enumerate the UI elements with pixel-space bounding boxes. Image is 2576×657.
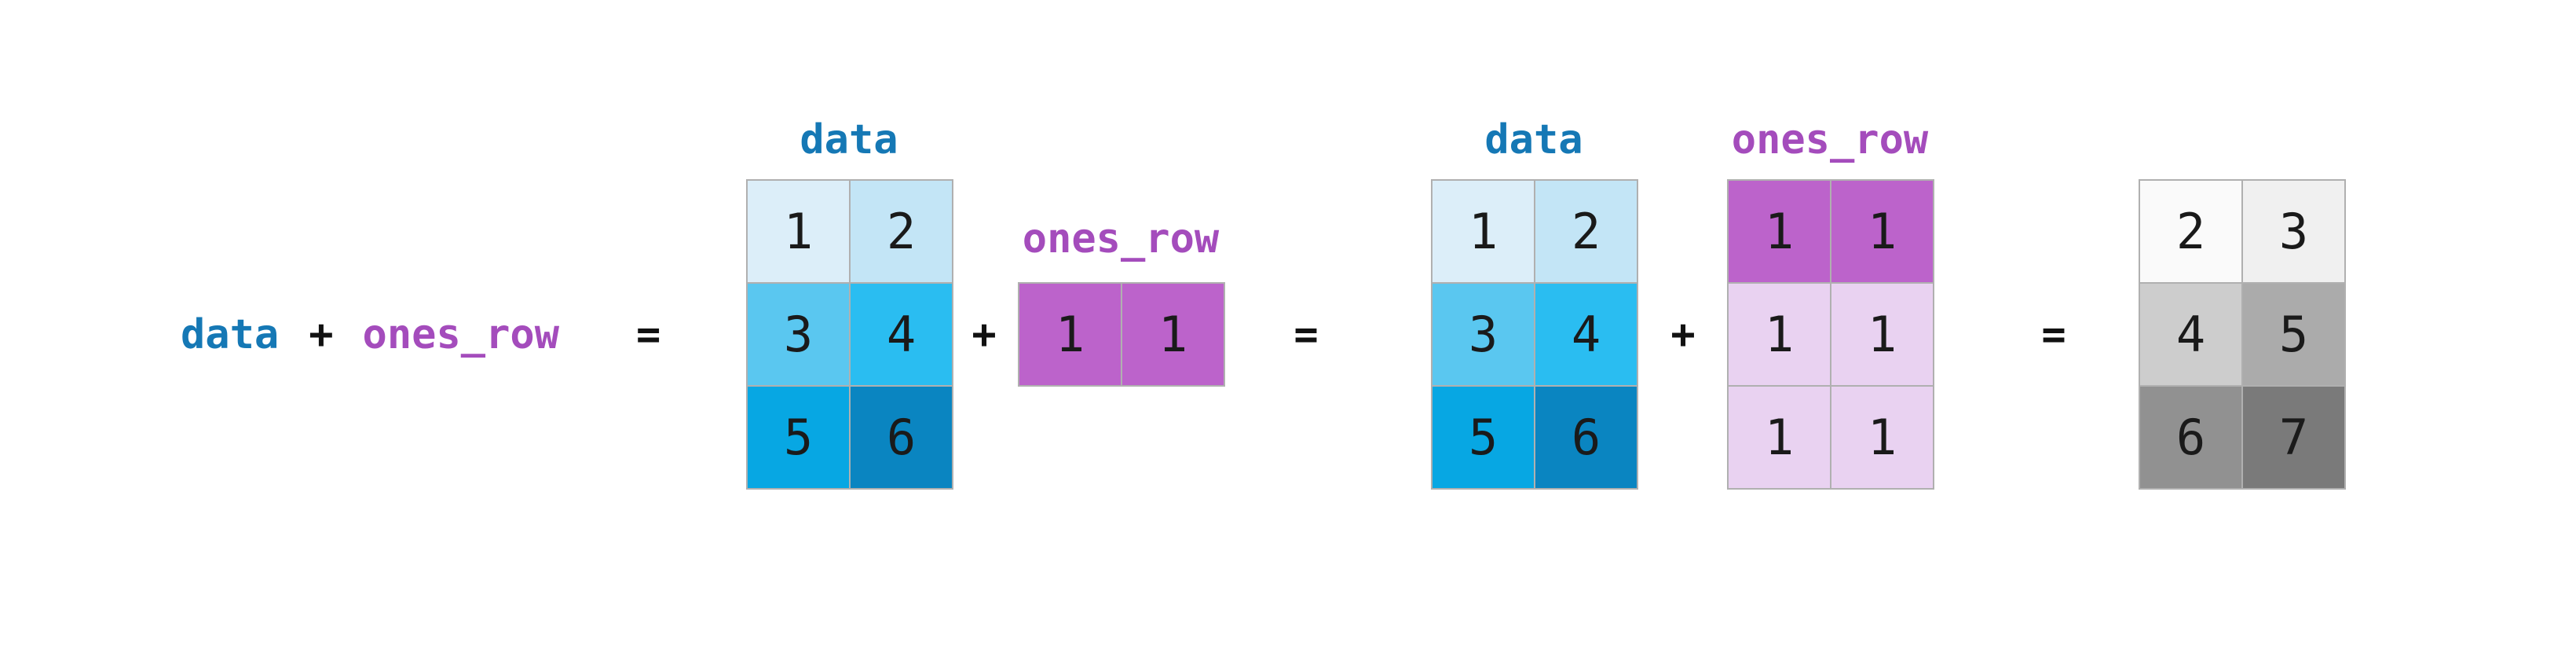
ones2-cell-r1c2: 1 bbox=[1831, 181, 1933, 282]
result-cell-r2c2: 5 bbox=[2243, 284, 2344, 385]
data1-cell-r1c2: 2 bbox=[851, 181, 952, 282]
data1-cell-r1c1: 1 bbox=[748, 181, 849, 282]
data2-cell-r1c2: 2 bbox=[1535, 181, 1637, 282]
data2-cell-r2c2: 4 bbox=[1535, 284, 1637, 385]
ones1-cell-r1c2: 1 bbox=[1122, 284, 1224, 385]
ones2-cell-r1c1: 1 bbox=[1729, 181, 1830, 282]
ones2-cell-r2c1: 1 bbox=[1729, 284, 1830, 385]
result-cell-r2c1: 4 bbox=[2140, 284, 2241, 385]
data1-cell-r3c1: 5 bbox=[748, 387, 849, 488]
ones1-cell-r1c1: 1 bbox=[1019, 284, 1121, 385]
expression-data-label: data bbox=[181, 311, 280, 358]
expression-ones-row-label: ones_row bbox=[362, 311, 559, 358]
ones2-cell-r3c2: 1 bbox=[1831, 387, 1933, 488]
data-matrix-1-title: data bbox=[800, 116, 898, 163]
data2-cell-r3c1: 5 bbox=[1433, 387, 1534, 488]
equals-operator-2: = bbox=[2041, 311, 2066, 358]
data-matrix-2-title: data bbox=[1484, 116, 1583, 163]
ones-row-matrix-1: 1 1 bbox=[1018, 282, 1225, 387]
expression-plus-sign: + bbox=[309, 311, 334, 358]
equals-operator-1: = bbox=[1293, 311, 1319, 358]
result-matrix: 2 3 4 5 6 7 bbox=[2139, 179, 2346, 490]
result-cell-r1c2: 3 bbox=[2243, 181, 2344, 282]
plus-operator-1: + bbox=[971, 311, 997, 358]
ones-row-matrix-1-title: ones_row bbox=[1022, 215, 1220, 262]
expression-equals-sign: = bbox=[636, 311, 661, 358]
data1-cell-r3c2: 6 bbox=[851, 387, 952, 488]
expression: data + ones_row = bbox=[181, 311, 660, 358]
data2-cell-r2c1: 3 bbox=[1433, 284, 1534, 385]
ones2-cell-r2c2: 1 bbox=[1831, 284, 1933, 385]
data1-cell-r2c2: 4 bbox=[851, 284, 952, 385]
data2-cell-r1c1: 1 bbox=[1433, 181, 1534, 282]
ones2-cell-r3c1: 1 bbox=[1729, 387, 1830, 488]
ones-row-broadcast-title: ones_row bbox=[1731, 116, 1929, 163]
result-cell-r3c1: 6 bbox=[2140, 387, 2241, 488]
data2-cell-r3c2: 6 bbox=[1535, 387, 1637, 488]
result-cell-r1c1: 2 bbox=[2140, 181, 2241, 282]
data1-cell-r2c1: 3 bbox=[748, 284, 849, 385]
plus-operator-2: + bbox=[1670, 311, 1696, 358]
ones-row-broadcast-matrix: 1 1 1 1 1 1 bbox=[1727, 179, 1934, 490]
data-matrix-1: 1 2 3 4 5 6 bbox=[746, 179, 953, 490]
data-matrix-2: 1 2 3 4 5 6 bbox=[1431, 179, 1638, 490]
result-cell-r3c2: 7 bbox=[2243, 387, 2344, 488]
